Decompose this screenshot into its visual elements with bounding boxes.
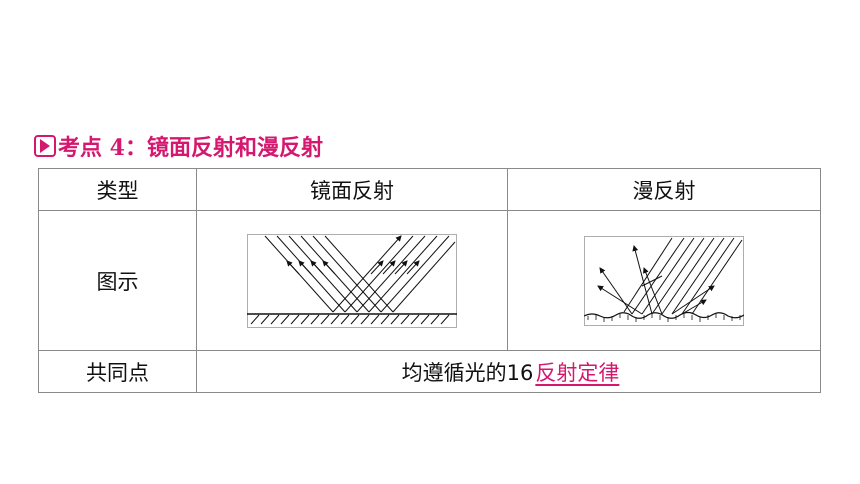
blank-number: 16 bbox=[506, 360, 534, 385]
reflection-table: 类型 镜面反射 漫反射 图示 bbox=[38, 168, 821, 393]
common-row: 共同点 均遵循光的16反射定律 bbox=[38, 350, 821, 393]
play-icon bbox=[34, 135, 56, 157]
table-header-row: 类型 镜面反射 漫反射 bbox=[38, 168, 821, 211]
answer-text: 反射定律 bbox=[535, 360, 620, 385]
figure-row: 图示 bbox=[38, 210, 821, 351]
specular-cell bbox=[196, 210, 508, 351]
common-row-label: 共同点 bbox=[38, 350, 197, 393]
header-specular: 镜面反射 bbox=[196, 168, 508, 211]
common-row-content: 均遵循光的16反射定律 bbox=[196, 350, 821, 393]
specular-reflection-diagram bbox=[247, 233, 457, 328]
common-prefix: 均遵循光的 bbox=[401, 360, 507, 385]
header-diffuse: 漫反射 bbox=[507, 168, 821, 211]
section-title: 考点 4：镜面反射和漫反射 bbox=[58, 135, 323, 161]
header-type: 类型 bbox=[38, 168, 197, 211]
diffuse-cell bbox=[507, 210, 821, 351]
section-heading: 考点 4：镜面反射和漫反射 bbox=[34, 130, 323, 162]
common-statement: 均遵循光的16反射定律 bbox=[398, 357, 620, 387]
figure-row-label: 图示 bbox=[38, 210, 197, 351]
diffuse-reflection-diagram bbox=[584, 235, 744, 326]
